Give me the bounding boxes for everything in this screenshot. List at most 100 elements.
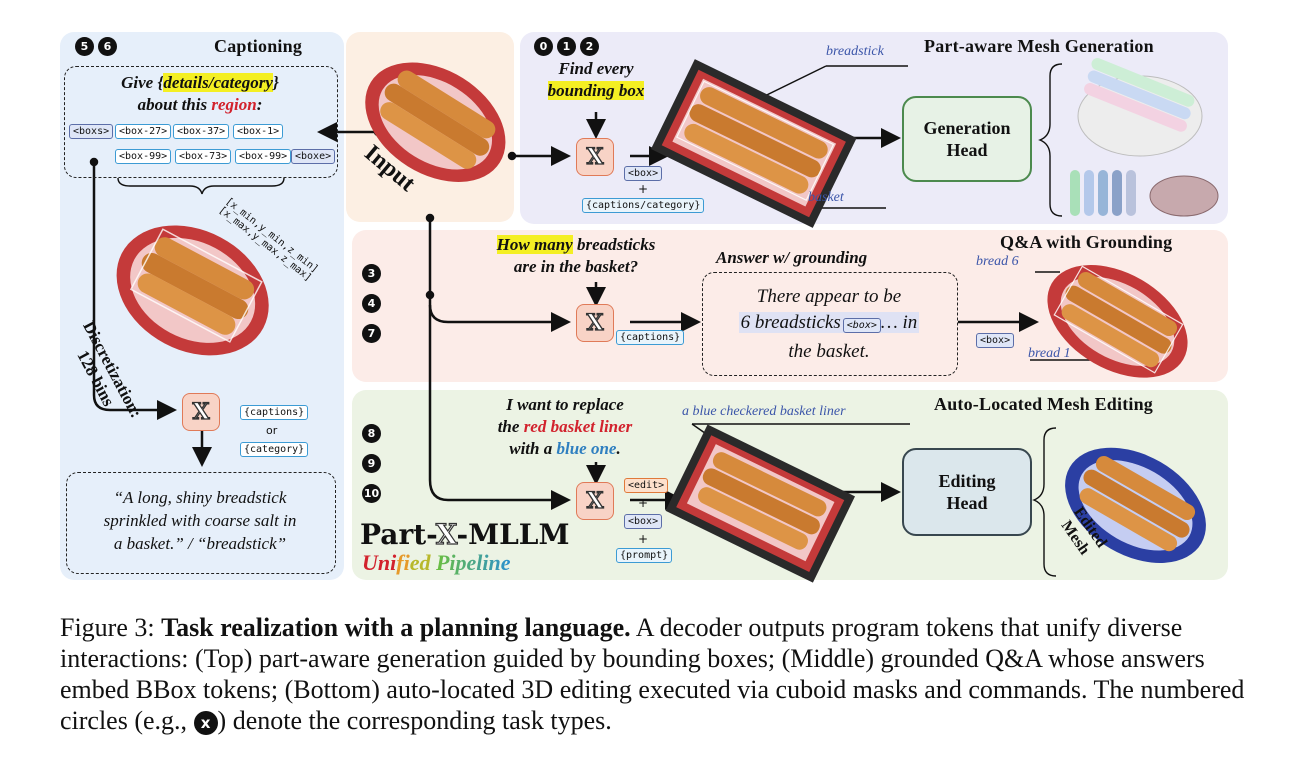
token-box-99-a: <box-99> [115,149,172,164]
captioning-task-numbers: 5 6 [75,37,117,56]
caption-fig-label: Figure 3: [60,613,162,642]
token-box-27: <box-27> [115,124,172,139]
caption-text2: ) denote the corresponding task types. [217,706,612,735]
token-box-generation: <box> [624,166,663,181]
part-meshes-image [1070,58,1219,217]
generation-bbox-image [650,59,857,228]
connector-lines [89,63,1111,577]
editing-task-numbers: 8 9 10 [362,424,382,503]
token-box-73: <box-73> [175,149,232,164]
caption-answer-line1: “A long, shiny breadstick [113,488,287,507]
label-blue-liner: a blue checkered basket liner [682,404,846,419]
qa-title: Q&A with Grounding [1000,232,1173,252]
bread-basket-image-caption [116,225,269,356]
editing-red-liner: red basket liner [523,417,633,436]
x-model-icon-generation: X [576,138,614,176]
generation-prompt-line1: Find every [558,59,634,78]
token-box-inline: <box> [842,318,881,333]
plus-generation: + [638,182,649,196]
brand-subtitle: Unified Pipeline [362,550,511,576]
qa-question-line2: are in the basket? [513,257,639,276]
label-basket: basket [808,190,844,205]
editing-instruction-period: . [616,439,621,458]
token-captions-qa: {captions} [616,330,685,345]
editing-instruction-the: the [497,417,524,436]
prompt-post: } [272,73,279,92]
caption-answer-line2: sprinkled with coarse salt in [103,511,297,530]
qa-question-rest: breadsticks [572,235,656,254]
editing-bbox-image [665,424,855,583]
brand-sub-3: ed [409,550,431,575]
prompt-line2-post: : [256,95,263,114]
qa-answer-line1: There appear to be [756,286,902,307]
caption-answer-line3: a basket.” / “breadstick” [113,534,287,553]
qa-answer-line3: the basket. [788,341,870,362]
token-boxe: <boxe> [291,149,336,164]
brand-name-post: -MLLM [456,518,570,551]
token-boxs: <boxs> [69,124,114,139]
x-glyph-qa: X [586,309,604,336]
generation-task-numbers: 0 1 2 [534,37,599,56]
generation-head-line1: Generation [923,118,1011,138]
generation-prompt: Find every bounding box [526,58,666,102]
caption-text: A decoder outputs program tokens that un… [60,613,1245,735]
generation-title: Part-aware Mesh Generation [924,36,1154,56]
token-or: or [266,424,278,437]
x-model-icon-qa: X [576,304,614,342]
prompt-pre: Give { [121,73,164,92]
token-box-1: <box-1> [233,124,284,139]
task-number-7: 7 [362,324,381,343]
figure-caption: Figure 3: Task realization with a planni… [60,612,1250,736]
x-glyph-editing: X [586,487,604,514]
token-box-99-b: <box-99> [235,149,292,164]
brand-sub-1: Uni [362,550,397,575]
qa-answer-line2: 6 breadsticks [740,312,841,333]
token-captions-caption: {captions} [240,405,309,420]
edited-mesh-image [1065,447,1206,563]
caption-x-circle: x [193,711,218,736]
editing-head-line2: Head [946,493,988,513]
token-box-qa-out: <box> [976,333,1015,348]
editing-instruction-with: with a [509,439,557,458]
brand-name: Part-X-MLLM [360,517,570,551]
qa-answer-box [702,272,958,376]
generation-head-line2: Head [946,140,988,160]
editing-instruction-line1: I want to replace [506,395,624,414]
x-glyph-generation: X [586,143,604,170]
x-glyph-caption: X [192,398,210,425]
captioning-prompt: Give {details/category} about this regio… [64,72,336,116]
plus-editing-1: + [638,496,649,510]
token-box-editing: <box> [624,514,663,529]
brand-x: X [435,517,457,551]
captioning-prompt-box [64,66,338,178]
brand-sub-5: Pipeline [435,550,511,575]
editing-instruction: I want to replace the red basket liner w… [458,394,672,460]
token-edit: <edit> [624,478,669,493]
qa-question: How many breadsticks are in the basket? [446,234,706,278]
brand-name-pre: Part- [360,518,436,551]
task-number-6: 6 [98,37,117,56]
caption-answer-box [66,472,336,574]
token-prompt: {prompt} [616,548,673,563]
qa-answer: There appear to be 6 breadsticks<box>… i… [702,284,956,365]
caption-answer: “A long, shiny breadstick sprinkled with… [66,486,334,555]
x-model-icon-caption: X [182,393,220,431]
task-number-5: 5 [75,37,94,56]
qa-question-highlight: How many [496,235,573,254]
brand-sub-2: fi [396,550,410,575]
task-number-4: 4 [362,294,381,313]
task-number-9: 9 [362,454,381,473]
label-bread-1: bread 1 [1028,346,1071,361]
label-breadstick: breadstick [826,44,884,59]
task-number-1: 1 [557,37,576,56]
prompt-line2-pre: about this [137,95,212,114]
x-model-icon-editing: X [576,482,614,520]
bread-basket-image-input [365,62,506,182]
answer-grounding-title: Answer w/ grounding [716,248,868,267]
editing-head-line1: Editing [938,471,996,491]
qa-answer-ellipsis: … in [880,312,918,333]
token-category-caption: {category} [240,442,309,457]
task-number-8: 8 [362,424,381,443]
